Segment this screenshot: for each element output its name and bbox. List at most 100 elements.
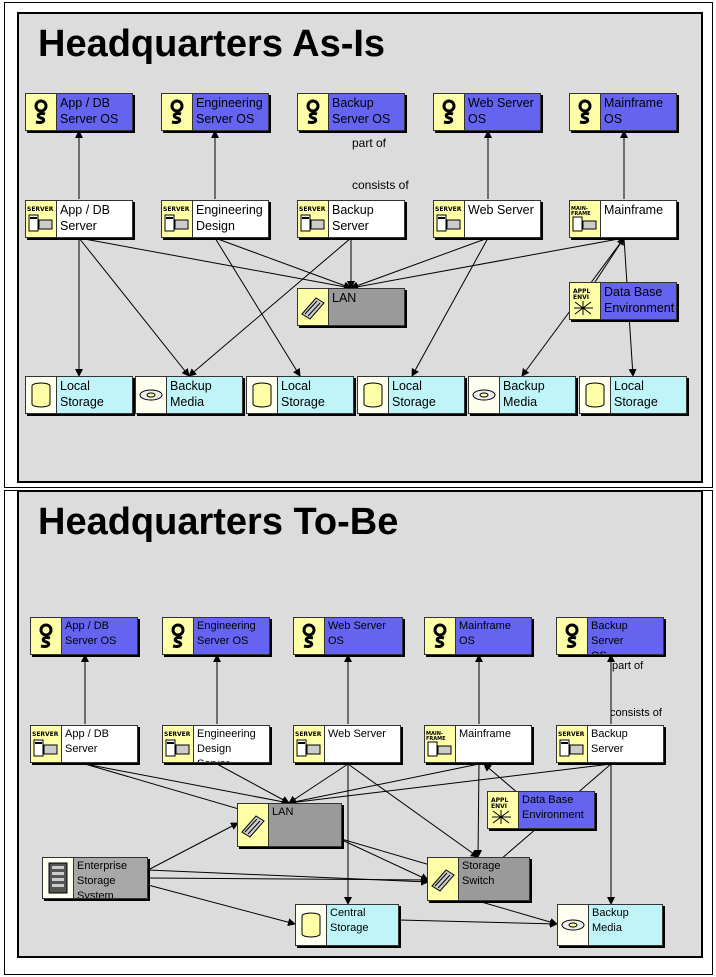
- backup-server-os-node[interactable]: Backup Server OS: [297, 93, 405, 131]
- web-server-os-node[interactable]: Web Server OS: [433, 93, 541, 131]
- svg-text:MAIN-: MAIN-: [426, 731, 443, 737]
- svg-text:SERVER: SERVER: [558, 731, 585, 738]
- os-icon: [294, 618, 325, 654]
- engineering-server-os-node[interactable]: Engineering Server OS: [161, 93, 269, 131]
- connector-edge: [477, 900, 558, 926]
- storage-icon: [247, 377, 278, 413]
- network-icon: [238, 804, 269, 846]
- connector-edge: [350, 237, 625, 291]
- consists-of-label: consists of: [610, 707, 662, 719]
- svg-text:SERVER: SERVER: [163, 206, 190, 213]
- network-icon: [298, 289, 329, 325]
- svg-text:ENVI: ENVI: [491, 803, 507, 810]
- connector-edge: [411, 237, 489, 377]
- connector-edge: [216, 763, 290, 804]
- server-icon: SERVER: [298, 201, 329, 237]
- mainframe-icon: MAIN-FRAME: [570, 201, 601, 237]
- server-icon: SERVER: [162, 201, 193, 237]
- connector-edge: [84, 763, 290, 806]
- part-of-label: part of: [612, 660, 644, 672]
- storage-system-icon: [43, 858, 74, 898]
- media-icon: [469, 377, 500, 413]
- web-server-os-node[interactable]: Web Server OS: [293, 617, 403, 655]
- connector-edge: [214, 237, 352, 290]
- os-icon: [31, 618, 62, 654]
- connector-edge: [398, 919, 558, 928]
- enterprise-storage-system-node[interactable]: Enterprise Storage System: [42, 857, 148, 899]
- part-of-label: part of: [352, 136, 387, 150]
- lan-node[interactable]: LAN: [297, 288, 405, 326]
- backup-media-node[interactable]: Backup Media: [557, 904, 663, 946]
- connector-edge: [474, 763, 483, 858]
- os-icon: [162, 94, 193, 130]
- os-icon: [570, 94, 601, 130]
- svg-text:SERVER: SERVER: [295, 731, 322, 738]
- svg-text:APPL: APPL: [573, 288, 590, 295]
- local-storage-node-4[interactable]: Local Storage: [579, 376, 687, 414]
- connector-edge: [188, 237, 352, 377]
- engineering-server-os-node[interactable]: Engineering Server OS: [162, 617, 270, 655]
- svg-text:FRAME: FRAME: [571, 211, 591, 217]
- local-storage-node-1[interactable]: Local Storage: [25, 376, 133, 414]
- media-icon: [136, 377, 167, 413]
- os-icon: [425, 618, 456, 654]
- media-icon: [558, 905, 589, 945]
- svg-text:SERVER: SERVER: [435, 206, 462, 213]
- connector-edge: [288, 763, 349, 804]
- svg-text:SERVER: SERVER: [299, 206, 326, 213]
- backup-media-node-1[interactable]: Backup Media: [135, 376, 243, 414]
- lan-node[interactable]: LAN: [237, 803, 342, 847]
- svg-text:SERVER: SERVER: [27, 206, 54, 213]
- central-storage-node[interactable]: Central Storage: [295, 904, 399, 946]
- backup-media-node-2[interactable]: Backup Media: [468, 376, 576, 414]
- storage-icon: [358, 377, 389, 413]
- os-icon: [26, 94, 57, 130]
- server-icon: SERVER: [26, 201, 57, 237]
- connector-edge: [147, 884, 296, 927]
- storage-switch-node[interactable]: Storage Switch: [427, 857, 530, 901]
- os-icon: [163, 618, 194, 654]
- server-icon: SERVER: [31, 726, 62, 762]
- os-icon: [434, 94, 465, 130]
- svg-text:FRAME: FRAME: [426, 736, 446, 742]
- to-be-title: Headquarters To-Be: [38, 501, 399, 543]
- app-db-server-os-node[interactable]: App / DB Server OS: [25, 93, 133, 131]
- app-db-server-os-node[interactable]: App / DB Server OS: [30, 617, 138, 655]
- svg-text:APPL: APPL: [491, 797, 508, 804]
- local-storage-node-2[interactable]: Local Storage: [246, 376, 354, 414]
- mainframe-os-node[interactable]: Mainframe OS: [424, 617, 532, 655]
- connector-edge: [288, 763, 480, 806]
- local-storage-node-3[interactable]: Local Storage: [357, 376, 465, 414]
- svg-text:SERVER: SERVER: [164, 731, 191, 738]
- connector-edge: [341, 839, 429, 881]
- svg-text:ENVI: ENVI: [573, 294, 589, 301]
- server-icon: SERVER: [434, 201, 465, 237]
- connector-edge: [78, 237, 190, 377]
- backup-server-os-node[interactable]: Backup Server OS: [556, 617, 664, 655]
- svg-text:SERVER: SERVER: [32, 731, 59, 738]
- connector-edge: [350, 237, 489, 290]
- server-icon: SERVER: [163, 726, 194, 762]
- connector-edge: [147, 869, 429, 886]
- mainframe-os-node[interactable]: Mainframe OS: [569, 93, 677, 131]
- as-is-title: Headquarters As-Is: [38, 23, 386, 65]
- server-icon: SERVER: [557, 726, 588, 762]
- connector-edge: [78, 237, 352, 291]
- storage-icon: [296, 905, 327, 945]
- connector-edge: [288, 763, 612, 807]
- storage-icon: [580, 377, 611, 413]
